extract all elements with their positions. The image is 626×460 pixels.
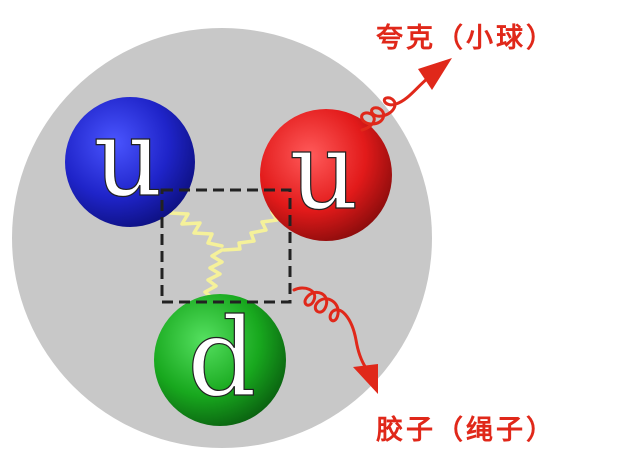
quark-letter: u: [289, 109, 359, 234]
quark-d-green: d: [154, 294, 286, 426]
quark-arrow: [360, 58, 452, 132]
quark-letter: d: [187, 296, 256, 421]
gluon-label: 胶子（绳子）: [376, 415, 556, 446]
gluon-arrow: [292, 286, 378, 394]
quark-u-red: u: [260, 108, 392, 241]
quark-letter: u: [93, 96, 163, 221]
quark-label: 夸克（小球）: [376, 23, 556, 54]
quark-u-blue: u: [65, 95, 195, 227]
